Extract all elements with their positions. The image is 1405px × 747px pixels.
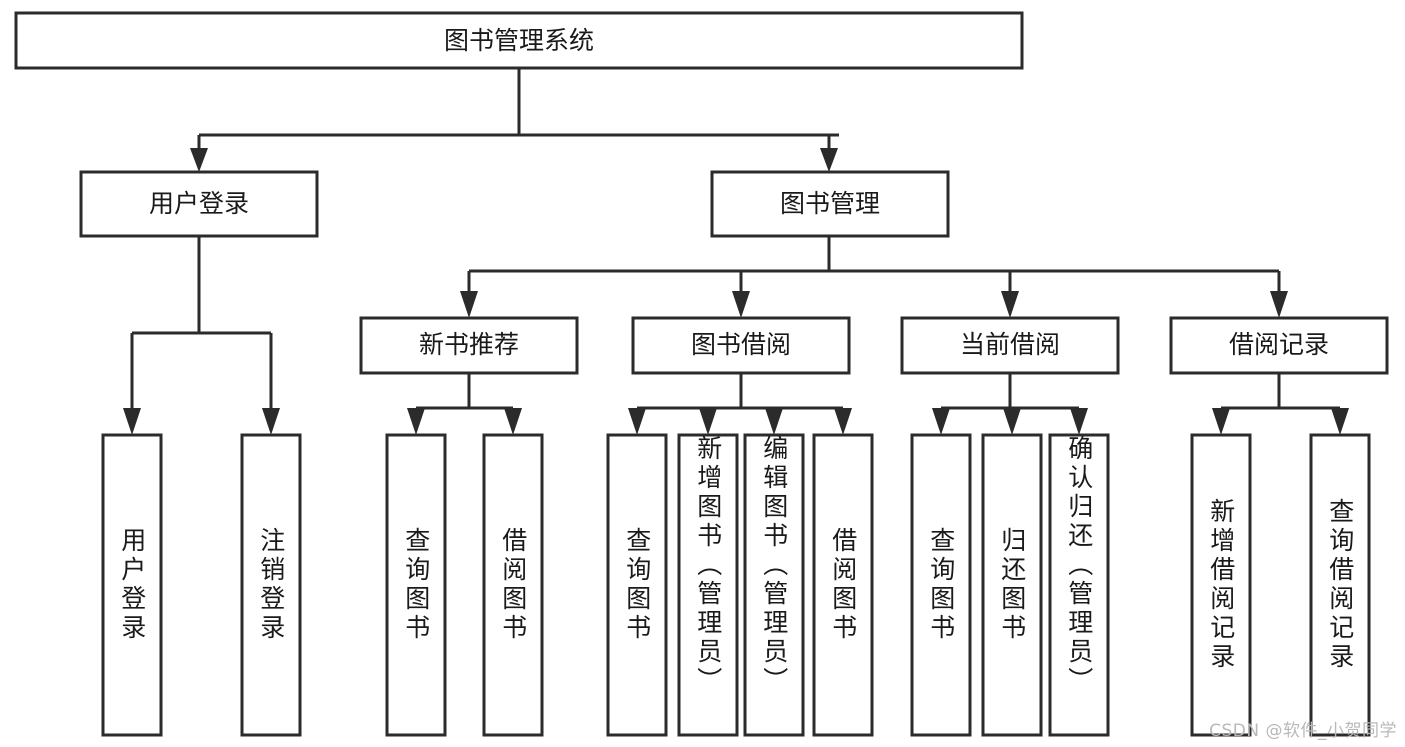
node-new-book-recommend[interactable]: 新书推荐	[359, 316, 579, 375]
node-leaf-user-login-box[interactable]	[101, 433, 163, 737]
node-borrow-record-box[interactable]	[1169, 316, 1389, 375]
arrow-head-current-borrow	[1001, 291, 1019, 318]
arrow-head-leaf-query-record	[1331, 408, 1349, 435]
node-leaf-query-book-1-box[interactable]	[385, 433, 447, 737]
node-leaf-query-book-3-box[interactable]	[910, 433, 972, 737]
node-root-box[interactable]	[14, 11, 1024, 70]
node-book-manage-label: 图书管理	[780, 189, 880, 218]
node-leaf-query-record-box[interactable]	[1309, 433, 1371, 737]
node-current-borrow-label: 当前借阅	[960, 330, 1060, 359]
node-leaf-add-book-box[interactable]	[677, 433, 739, 737]
node-leaf-edit-book-box[interactable]	[743, 433, 805, 737]
node-borrow-record-label: 借阅记录	[1229, 330, 1329, 359]
node-root[interactable]: 图书管理系统	[14, 11, 1024, 70]
connector-layer	[123, 68, 1349, 435]
node-book-manage[interactable]: 图书管理	[710, 170, 950, 238]
node-leaf-return-book-box[interactable]	[981, 433, 1043, 737]
arrow-head-leaf-user-logout	[262, 408, 280, 435]
node-user-login-box[interactable]	[79, 170, 319, 238]
arrow-head-leaf-edit-book	[765, 408, 783, 435]
arrow-head-leaf-return-book	[1003, 408, 1021, 435]
node-book-borrow[interactable]: 图书借阅	[631, 316, 851, 375]
node-leaf-borrow-book-1-box[interactable]	[482, 433, 544, 737]
node-leaf-add-record-box[interactable]	[1190, 433, 1252, 737]
arrow-head-new-book-recommend	[460, 291, 478, 318]
node-book-borrow-label: 图书借阅	[691, 330, 791, 359]
node-user-login[interactable]: 用户登录	[79, 170, 319, 238]
node-current-borrow[interactable]: 当前借阅	[900, 316, 1120, 375]
arrow-head-leaf-add-record	[1212, 408, 1230, 435]
node-borrow-record[interactable]: 借阅记录	[1169, 316, 1389, 375]
arrow-head-leaf-query-book-1	[407, 408, 425, 435]
arrow-head-book-manage	[820, 148, 838, 172]
node-leaf-user-logout-box[interactable]	[240, 433, 302, 737]
arrow-head-leaf-borrow-book-1	[504, 408, 522, 435]
node-new-book-recommend-box[interactable]	[359, 316, 579, 375]
node-current-borrow-box[interactable]	[900, 316, 1120, 375]
node-leaf-borrow-book-2-box[interactable]	[812, 433, 874, 737]
node-leaf-confirm-return-box[interactable]	[1048, 433, 1110, 737]
arrow-head-borrow-record	[1270, 291, 1288, 318]
csdn-watermark: CSDN @软件_小贺同学	[1209, 721, 1397, 741]
arrow-head-user-login	[190, 148, 208, 172]
arrow-head-leaf-add-book	[699, 408, 717, 435]
node-book-manage-box[interactable]	[710, 170, 950, 238]
node-new-book-recommend-label: 新书推荐	[419, 330, 519, 359]
arrow-head-leaf-query-book-3	[932, 408, 950, 435]
node-leaf-query-book-2-box[interactable]	[606, 433, 668, 737]
node-user-login-label: 用户登录	[149, 189, 249, 218]
arrow-head-leaf-borrow-book-2	[834, 408, 852, 435]
arrow-head-book-borrow	[732, 291, 750, 318]
arrow-head-leaf-query-book-2	[628, 408, 646, 435]
arrow-head-leaf-confirm-return	[1070, 408, 1088, 435]
arrow-head-leaf-user-login	[123, 408, 141, 435]
node-root-label: 图书管理系统	[444, 26, 594, 55]
node-book-borrow-box[interactable]	[631, 316, 851, 375]
leaf-node-layer	[101, 433, 1371, 737]
